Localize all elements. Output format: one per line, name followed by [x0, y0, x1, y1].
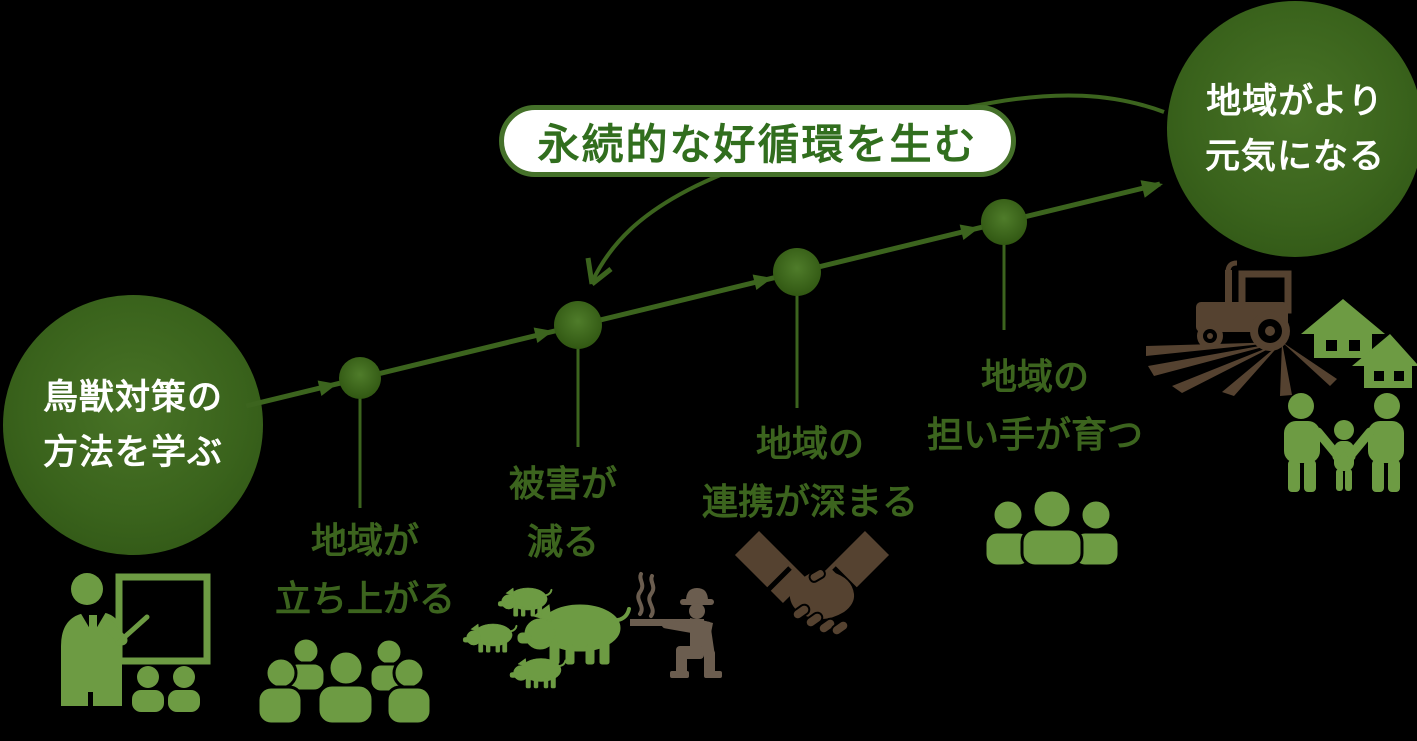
gun-smoke: [636, 572, 645, 616]
start-circle: 鳥獣対策の 方法を学ぶ: [3, 295, 263, 555]
end-circle-label: 地域がより 元気になる: [1204, 82, 1385, 176]
teacher-blackboard-icon: [61, 573, 211, 712]
start-circle-label: 鳥獣対策の 方法を学ぶ: [42, 378, 223, 472]
houses-icon: [1301, 299, 1417, 388]
step-node-2: [554, 301, 602, 349]
family-icon: [1284, 393, 1404, 492]
handshake-icon: [734, 530, 890, 637]
boars-icon: [462, 587, 631, 689]
step-nodes: [339, 199, 1027, 399]
step-node-3: [773, 248, 821, 296]
crowd-icon: [256, 636, 433, 726]
tractor: [1196, 260, 1292, 351]
step-label-3: 地域の 連携が深まる: [701, 423, 918, 522]
step-label-1: 地域が 立ち上がる: [274, 520, 455, 619]
end-circle: 地域がより 元気になる: [1167, 1, 1417, 257]
hunter-icon: [630, 572, 722, 678]
step-node-4: [981, 199, 1027, 245]
step-label-4: 地域の 担い手が育つ: [926, 356, 1143, 455]
node-connector-lines: [358, 242, 1006, 508]
step-label-2: 被害が 減る: [508, 463, 617, 562]
plowed-field: [1146, 342, 1337, 396]
growth-arrowheads: [317, 180, 1163, 397]
three-people-icon: [983, 488, 1121, 568]
tractor-field-icon: [1146, 260, 1337, 396]
step-node-1: [339, 357, 381, 399]
feedback-banner-label: 永続的な好循環を生む: [537, 120, 978, 168]
feedback-banner: 永続的な好循環を生む: [499, 105, 1016, 177]
